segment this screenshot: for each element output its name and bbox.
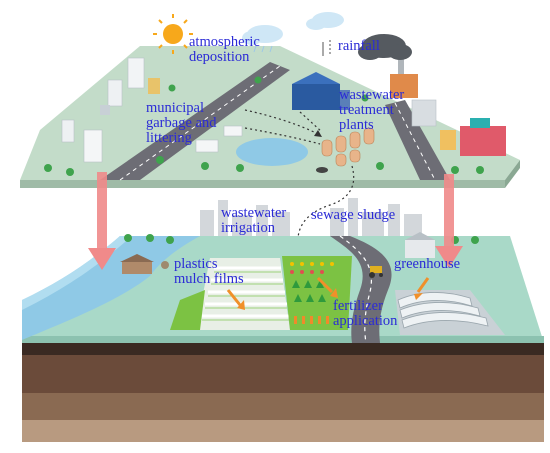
pink-transfer-arrow-right [435, 174, 463, 268]
label-wastewater-treatment: wastewater treatment plants [339, 87, 405, 133]
farm-house [120, 254, 169, 274]
label-wastewater-irrigation: wastewater irrigation [221, 205, 287, 236]
rain-icon [242, 12, 344, 53]
label-plastics-mulch: plastics mulch films [174, 256, 244, 287]
tractor-icon [369, 266, 383, 278]
farm-road [330, 236, 392, 343]
treatment-tanks [321, 127, 375, 167]
crop-fields [282, 256, 352, 330]
label-sewage-sludge: sewage sludge [311, 207, 396, 223]
urban-plane [20, 46, 520, 188]
cloud-icon [358, 34, 412, 60]
label-fertilizer-application: fertilizer application [333, 298, 398, 329]
label-atmospheric-deposition: atmospheric deposition [189, 34, 260, 65]
label-municipal-garbage: municipal garbage and littering [146, 100, 217, 146]
factory-icon [292, 72, 350, 110]
soil-layers [22, 343, 544, 442]
label-greenhouse: greenhouse [394, 256, 461, 272]
city-skyline [200, 198, 422, 236]
building-icon [61, 57, 160, 163]
city-road [100, 62, 290, 180]
pond [236, 138, 308, 166]
label-rainfall: rainfall [338, 38, 380, 54]
river [22, 236, 200, 340]
sun-icon [153, 14, 193, 54]
pink-transfer-arrow-left [88, 172, 116, 270]
mulch-film-fields [196, 258, 290, 330]
